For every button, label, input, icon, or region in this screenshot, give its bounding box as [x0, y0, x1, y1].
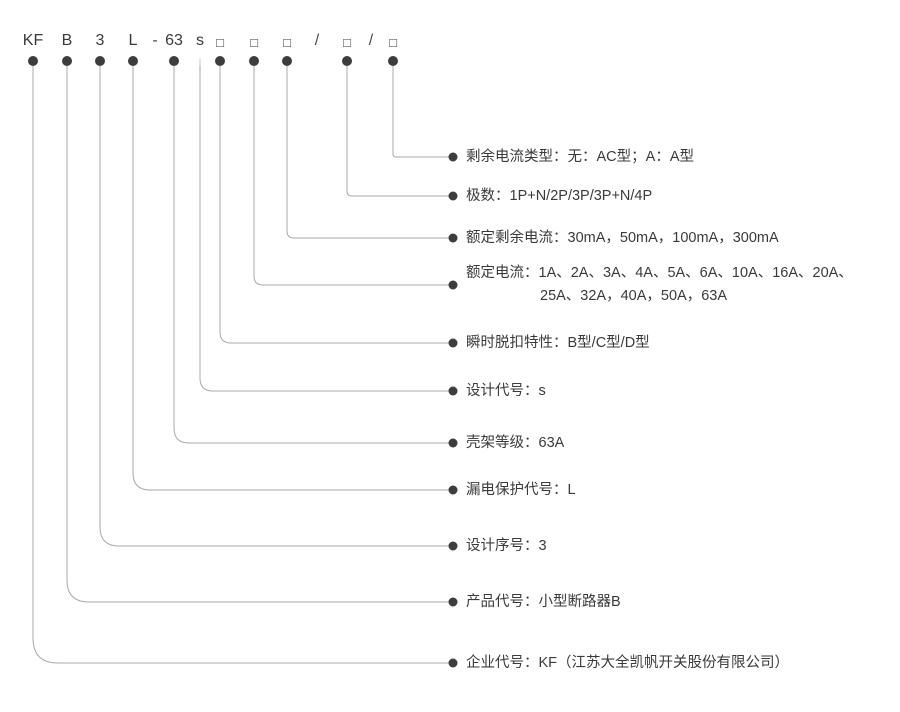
label-item: 设计代号：s	[466, 380, 546, 402]
label-dot-1	[448, 191, 458, 201]
code-dot-9	[282, 56, 292, 66]
connector-4	[219, 66, 453, 344]
model-code-row: KF B 3 L-63 s □ □ □ / □ / □	[0, 0, 900, 60]
label-item: 产品代号：小型断路器B	[466, 591, 621, 613]
code-token-0: KF	[22, 32, 44, 49]
label-dot-9	[448, 597, 458, 607]
label-text: 额定电流：1A、2A、3A、4A、5A、6A、10A、16A、20A、	[466, 265, 853, 281]
label-dot-10	[448, 658, 458, 668]
label-item: 设计序号：3	[466, 535, 547, 557]
label-item: 额定剩余电流：30mA，50mA，100mA，300mA	[466, 227, 779, 249]
code-token-11: □	[343, 35, 351, 50]
code-token-9: □	[283, 35, 291, 50]
code-dot-7	[215, 56, 225, 66]
connector-10	[32, 66, 453, 664]
connector-0	[392, 66, 453, 158]
connector-1	[346, 66, 453, 197]
code-token-1: B	[61, 32, 73, 49]
label-item: 漏电保护代号：L	[466, 479, 576, 501]
label-text: 企业代号：KF（江苏大全凯帆开关股份有限公司）	[466, 655, 790, 671]
label-item: 企业代号：KF（江苏大全凯帆开关股份有限公司）	[466, 652, 789, 674]
connector-9	[66, 66, 453, 603]
code-token-12: /	[368, 32, 374, 49]
label-dot-2	[448, 233, 458, 243]
code-dot-0	[28, 56, 38, 66]
connector-2	[286, 66, 453, 239]
label-item: 极数：1P+N/2P/3P/3P+N/4P	[466, 185, 652, 207]
label-text: 壳架等级：63A	[466, 435, 565, 451]
connector-5	[199, 66, 453, 392]
label-text: 极数：1P+N/2P/3P/3P+N/4P	[466, 188, 653, 204]
label-dot-8	[448, 541, 458, 551]
code-dot-5	[169, 56, 179, 66]
code-dot-8	[249, 56, 259, 66]
code-token-2: 3	[95, 32, 105, 49]
code-token-7: □	[216, 35, 224, 50]
code-dot-1	[62, 56, 72, 66]
code-token-8: □	[250, 35, 258, 50]
label-item: 瞬时脱扣特性：B型/C型/D型	[466, 332, 650, 354]
connector-6	[173, 66, 453, 444]
code-token-5: 63	[165, 32, 183, 49]
code-dot-3	[128, 56, 138, 66]
code-dot-13	[388, 56, 398, 66]
label-text: 产品代号：小型断路器B	[466, 594, 621, 610]
label-dot-3	[448, 280, 458, 290]
label-text: 设计序号：3	[466, 538, 547, 554]
label-dot-0	[448, 152, 458, 162]
code-token-10: /	[314, 32, 320, 49]
label-dot-7	[448, 485, 458, 495]
label-item: 额定电流：1A、2A、3A、4A、5A、6A、10A、16A、20A、 25A、3…	[466, 262, 853, 308]
label-dot-4	[448, 338, 458, 348]
label-text-continuation: 25A、32A，40A，50A，63A	[540, 288, 727, 304]
label-text: 剩余电流类型：无：AC型；A：A型	[466, 149, 694, 165]
label-text: 设计代号：s	[466, 383, 546, 399]
code-token-13: □	[389, 35, 397, 50]
code-dot-11	[342, 56, 352, 66]
label-item: 剩余电流类型：无：AC型；A：A型	[466, 146, 694, 168]
label-item: 壳架等级：63A	[466, 432, 564, 454]
code-token-6: s	[196, 32, 204, 49]
code-token-4: -	[152, 32, 158, 49]
code-dot-2	[95, 56, 105, 66]
label-text: 漏电保护代号：L	[466, 482, 576, 498]
label-text: 额定剩余电流：30mA，50mA，100mA，300mA	[466, 230, 779, 246]
connector-7	[132, 66, 453, 491]
label-dot-5	[448, 386, 458, 396]
label-text: 瞬时脱扣特性：B型/C型/D型	[466, 335, 650, 351]
connector-3	[253, 66, 453, 286]
connector-8	[99, 66, 453, 547]
code-token-3: L	[128, 32, 138, 49]
label-dot-6	[448, 438, 458, 448]
